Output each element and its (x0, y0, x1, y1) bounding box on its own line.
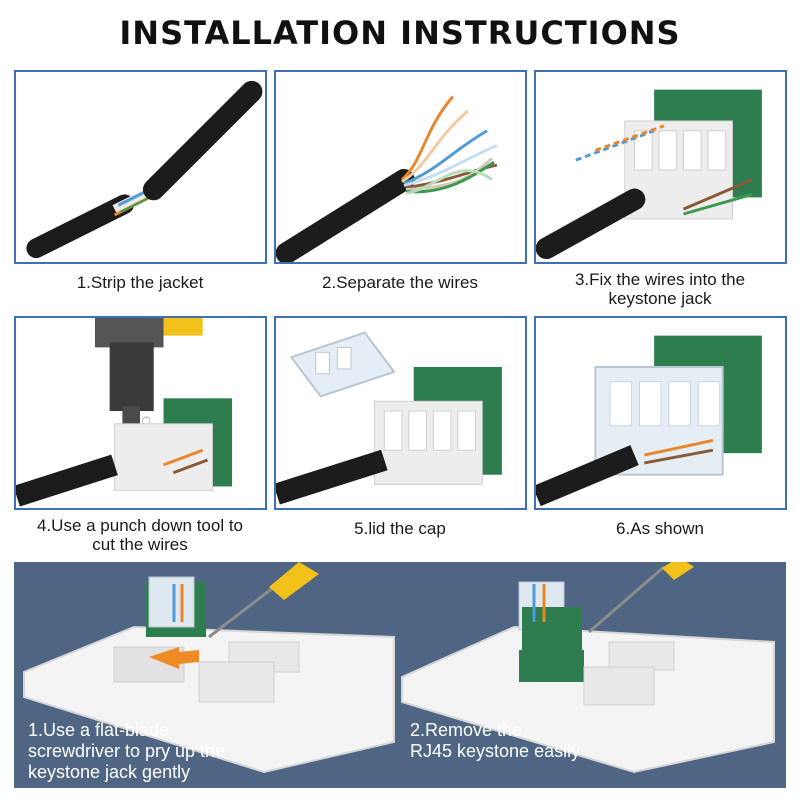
step-5-image (274, 316, 527, 510)
removal-step-1-line1: 1.Use a flat-blade (28, 720, 170, 740)
step-2-image (274, 70, 527, 264)
step-3-caption-line1: 3.Fix the wires into the (574, 270, 746, 289)
separated-wires-illustration (276, 95, 498, 262)
removal-step-2-line2: RJ45 keystone easily (410, 741, 581, 761)
step-6-caption: 6.As shown (616, 519, 704, 538)
removal-step-2-caption: 2.Remove the RJ45 keystone easily (410, 720, 580, 762)
removal-step-1-caption: 1.Use a flat-blade screwdriver to pry up… (28, 720, 225, 783)
step-1-caption: 1.Strip the jacket (76, 273, 204, 292)
page-title: INSTALLATION INSTRUCTIONS (119, 14, 681, 52)
step-2-caption: 2.Separate the wires (322, 273, 478, 292)
step-4-caption: 4.Use a punch down tool to cut the wires (5, 516, 275, 554)
removal-step-2-line1: 2.Remove the (410, 720, 523, 740)
faceplate-removal-illustration (23, 562, 775, 774)
step-4-caption-line2: cut the wires (92, 535, 188, 554)
removal-section: 1.Use a flat-blade screwdriver to pry up… (14, 562, 786, 788)
step-3-image (534, 70, 787, 264)
step-4-image: CUT (14, 316, 267, 510)
punch-down-tool-illustration: CUT (16, 318, 233, 507)
finished-keystone-illustration (536, 335, 762, 507)
wires-in-keystone-illustration (536, 89, 762, 260)
step-3-caption: 3.Fix the wires into the keystone jack (525, 270, 795, 308)
lid-cap-illustration (276, 331, 502, 505)
stripped-cable-illustration (26, 80, 263, 259)
step-4-caption-line1: 4.Use a punch down tool to (36, 516, 244, 535)
step-5-caption: 5.lid the cap (354, 519, 446, 538)
removal-step-1-line2: screwdriver to pry up the (28, 741, 226, 761)
step-3-caption-line2: keystone jack (608, 289, 712, 308)
removal-step-1-line3: keystone jack gently (28, 762, 191, 782)
step-1-image (14, 70, 267, 264)
step-6-image (534, 316, 787, 510)
